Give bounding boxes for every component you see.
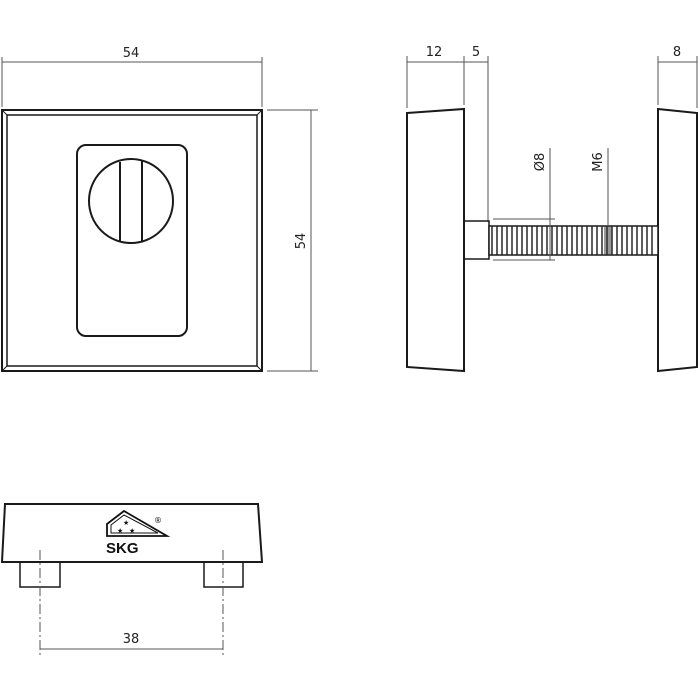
side-depth-dimensions bbox=[406, 56, 489, 222]
front-width-label: 54 bbox=[123, 46, 140, 61]
stub-diameter-label: Ø8 bbox=[533, 153, 548, 172]
right-rose-profile bbox=[657, 107, 698, 373]
front-height-label: 54 bbox=[294, 233, 309, 250]
star-icon: ★ ★ ★ bbox=[117, 519, 135, 535]
svg-text:★: ★ bbox=[129, 527, 135, 535]
front-width-dimension bbox=[1, 57, 263, 107]
bottom-plate-profile bbox=[0, 503, 264, 563]
threaded-bolt bbox=[488, 225, 659, 256]
front-view: 54 54 bbox=[1, 46, 318, 372]
stub-diameter-dimension bbox=[493, 148, 555, 261]
thread-label: M6 bbox=[591, 152, 606, 172]
stub-length-label: 5 bbox=[472, 45, 480, 60]
svg-text:★: ★ bbox=[117, 527, 123, 535]
skg-logo: ★ ★ ★ SKG ® bbox=[106, 509, 171, 557]
registered-mark: ® bbox=[154, 516, 162, 525]
bolt-stub bbox=[463, 220, 490, 260]
bottom-view: 38 ★ ★ ★ SKG ® bbox=[0, 503, 264, 655]
right-depth-dimension bbox=[657, 56, 698, 108]
right-rose-depth-label: 8 bbox=[673, 45, 681, 60]
left-rose-profile bbox=[406, 107, 465, 373]
square-plate bbox=[1, 109, 263, 372]
skg-logo-text: SKG bbox=[106, 540, 139, 557]
side-view: 12 5 8 bbox=[406, 45, 698, 373]
cylinder-face bbox=[88, 158, 174, 244]
left-rose-depth-label: 12 bbox=[426, 45, 443, 60]
front-height-dimension bbox=[267, 109, 318, 372]
svg-text:★: ★ bbox=[123, 519, 129, 527]
cylinder-cutout bbox=[76, 144, 188, 337]
fixing-spacing-label: 38 bbox=[123, 632, 140, 647]
